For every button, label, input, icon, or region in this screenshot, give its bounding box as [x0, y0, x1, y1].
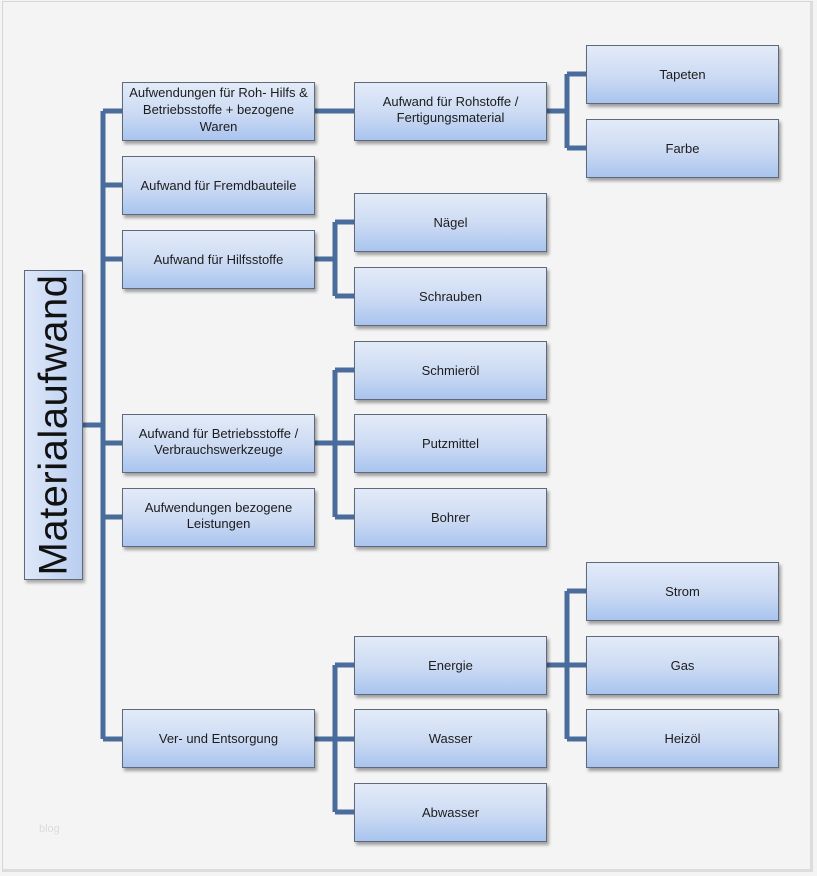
node-label: Putzmittel — [421, 436, 480, 451]
node-putzmittel[interactable]: Putzmittel — [354, 414, 547, 473]
node-abwasser[interactable]: Abwasser — [354, 783, 547, 842]
node-label: Strom — [665, 584, 700, 599]
node-label: Abwasser — [421, 805, 480, 820]
node-gas[interactable]: Gas — [586, 636, 779, 695]
node-label: Aufwendungen für Roh- Hilfs & Betriebsst… — [129, 85, 308, 134]
node-bohrer[interactable]: Bohrer — [354, 488, 547, 547]
node-label: Schmieröl — [421, 363, 480, 378]
node-naegel[interactable]: Nägel — [354, 193, 547, 252]
node-label: Aufwand für Hilfsstoffe — [153, 252, 284, 267]
node-label: Ver- und Entsorgung — [158, 731, 279, 746]
connector-hilfsstoffe-children — [315, 219, 355, 299]
node-label: Bohrer — [430, 510, 471, 525]
node-hilfsstoffe[interactable]: Aufwand für Hilfsstoffe — [122, 230, 315, 289]
node-label: Schrauben — [419, 289, 482, 304]
node-label: Aufwand für Rohstoffe / Fertigungsmateri… — [382, 94, 519, 125]
node-label: Farbe — [665, 141, 700, 156]
connector-versorgung-children — [315, 662, 355, 815]
node-betriebsstoffe[interactable]: Aufwand für Betriebsstoffe / Verbrauchsw… — [122, 414, 315, 473]
node-label: Aufwand für Betriebsstoffe / Verbrauchsw… — [138, 426, 299, 457]
node-tapeten[interactable]: Tapeten — [586, 45, 779, 104]
connector-betriebsstoffe-children — [315, 367, 355, 520]
node-strom[interactable]: Strom — [586, 562, 779, 621]
node-label: Heizöl — [664, 731, 701, 746]
node-rohstoffe-fertigungsmaterial[interactable]: Aufwand für Rohstoffe / Fertigungsmateri… — [354, 82, 547, 141]
node-schmieroel[interactable]: Schmieröl — [354, 341, 547, 400]
node-farbe[interactable]: Farbe — [586, 119, 779, 178]
node-bezogene-leistungen[interactable]: Aufwendungen bezogene Leistungen — [122, 488, 315, 547]
node-fremdbauteile[interactable]: Aufwand für Fremdbauteile — [122, 156, 315, 215]
node-schrauben[interactable]: Schrauben — [354, 267, 547, 326]
node-label: Wasser — [428, 731, 473, 746]
root-node-label: Materialaufwand — [31, 274, 75, 576]
node-roh-hilfs-betriebsstoffe[interactable]: Aufwendungen für Roh- Hilfs & Betriebsst… — [122, 82, 315, 141]
node-label: Nägel — [433, 215, 468, 230]
node-energie[interactable]: Energie — [354, 636, 547, 695]
node-label: Energie — [428, 658, 473, 673]
root-node-materialaufwand[interactable]: Materialaufwand — [24, 270, 83, 580]
node-heizoel[interactable]: Heizöl — [586, 709, 779, 768]
connector-rohstoffe-children — [547, 71, 587, 151]
node-label: Aufwendungen bezogene Leistungen — [144, 500, 293, 531]
node-label: Gas — [670, 658, 695, 673]
node-ver-und-entsorgung[interactable]: Ver- und Entsorgung — [122, 709, 315, 768]
connector-energie-children — [547, 588, 587, 742]
watermark-text: blog — [39, 823, 60, 835]
node-label: Aufwand für Fremdbauteile — [140, 178, 297, 193]
node-wasser[interactable]: Wasser — [354, 709, 547, 768]
node-label: Tapeten — [659, 67, 706, 82]
